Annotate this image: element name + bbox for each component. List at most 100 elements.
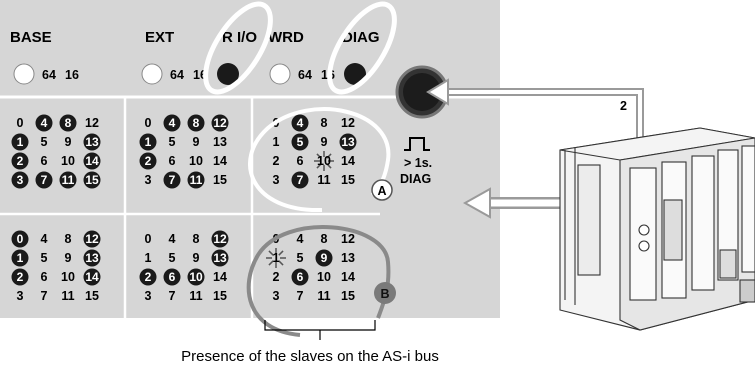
slave-number: 6 <box>169 154 176 168</box>
slave-number: 8 <box>321 232 328 246</box>
slave-led-on <box>139 152 157 170</box>
slave-number: 8 <box>321 116 328 130</box>
slave-number: 10 <box>61 154 75 168</box>
slave-number: 12 <box>85 232 99 246</box>
slave-number: 13 <box>85 135 99 149</box>
slave-number: 5 <box>297 251 304 265</box>
slave-number: 4 <box>297 116 304 130</box>
slave-number: 2 <box>273 154 280 168</box>
slave-number: 2 <box>145 270 152 284</box>
marker-a <box>371 179 393 201</box>
slave-led-on <box>59 171 77 189</box>
slave-led-on <box>83 268 101 286</box>
rio-led <box>217 63 239 85</box>
slave-led-on <box>211 230 229 248</box>
slave-number: 3 <box>17 289 24 303</box>
slave-number: 10 <box>61 270 75 284</box>
ext-indicator-light <box>141 63 163 85</box>
slave-led-on <box>339 133 357 151</box>
slave-number: 5 <box>169 135 176 149</box>
slave-number: 15 <box>85 173 99 187</box>
slave-number: 11 <box>317 289 330 303</box>
slave-number: 15 <box>341 173 355 187</box>
slave-led-on <box>163 171 181 189</box>
slave-led-on <box>315 249 333 267</box>
slave-number: 11 <box>317 173 330 187</box>
slave-number: 8 <box>193 232 200 246</box>
slave-number: 7 <box>41 289 48 303</box>
highlight-swoosh <box>327 1 397 95</box>
wrd-64-label: 64 <box>298 68 312 82</box>
slave-led-on <box>83 230 101 248</box>
slave-number: 5 <box>169 251 176 265</box>
slave-number: 14 <box>213 154 227 168</box>
slave-number: 0 <box>145 232 152 246</box>
slave-number: 15 <box>213 289 227 303</box>
slave-number: 4 <box>297 232 304 246</box>
slave-number: 9 <box>193 135 200 149</box>
slave-number: 5 <box>41 135 48 149</box>
slave-led-on <box>291 171 309 189</box>
slave-number: 2 <box>145 154 152 168</box>
slave-number: 7 <box>169 173 176 187</box>
slave-led-on <box>11 249 29 267</box>
slave-led-on <box>11 171 29 189</box>
slave-number: 15 <box>341 289 355 303</box>
slave-led-blinking-icon <box>314 151 334 171</box>
marker-b <box>374 282 396 304</box>
slave-led-on <box>83 171 101 189</box>
slave-led-on <box>163 114 181 132</box>
slave-number: 0 <box>145 116 152 130</box>
highlight-swoosh <box>203 1 273 95</box>
slave-number: 10 <box>317 154 331 168</box>
diag-led <box>344 63 366 85</box>
base-16-label: 16 <box>65 68 79 82</box>
slave-number: 6 <box>169 270 176 284</box>
slave-led-on <box>35 171 53 189</box>
slave-number: 11 <box>62 173 75 187</box>
base-64-label: 64 <box>42 68 56 82</box>
slave-led-on <box>291 114 309 132</box>
slave-number: 9 <box>65 135 72 149</box>
slave-number: 3 <box>17 173 24 187</box>
slave-number: 13 <box>341 251 355 265</box>
slave-number: 2 <box>17 154 24 168</box>
marker-b-label: B <box>380 287 389 301</box>
slave-number: 9 <box>321 251 328 265</box>
slave-number: 3 <box>273 289 280 303</box>
slave-number: 5 <box>297 135 304 149</box>
slave-led-on <box>59 114 77 132</box>
slave-led-on <box>187 268 205 286</box>
slave-led-on <box>83 133 101 151</box>
diag-note-label: DIAG <box>400 172 431 186</box>
slave-led-on <box>291 268 309 286</box>
slave-number: 12 <box>213 116 227 130</box>
slave-number: 2 <box>273 270 280 284</box>
slave-led-on <box>187 114 205 132</box>
header-base: BASE <box>10 29 52 46</box>
slave-led-on <box>11 268 29 286</box>
slave-number: 1 <box>17 251 24 265</box>
slave-number: 3 <box>273 173 280 187</box>
caption: Presence of the slaves on the AS-i bus <box>181 348 439 365</box>
slave-number: 12 <box>85 116 99 130</box>
slave-number: 6 <box>297 270 304 284</box>
slave-led-on <box>291 133 309 151</box>
slave-number: 1 <box>145 251 152 265</box>
slave-number: 4 <box>41 116 48 130</box>
ext-64-label: 64 <box>170 68 184 82</box>
marker-a-label: A <box>377 184 386 198</box>
slave-number: 14 <box>341 154 355 168</box>
header-ext: EXT <box>145 29 174 46</box>
slave-number: 3 <box>145 173 152 187</box>
arrowhead-diag <box>426 78 449 106</box>
slave-led-on <box>163 268 181 286</box>
slave-number: 1 <box>273 135 280 149</box>
slave-number: 4 <box>169 116 176 130</box>
slave-number: 6 <box>41 270 48 284</box>
slave-number: 8 <box>65 116 72 130</box>
slave-number: 14 <box>213 270 227 284</box>
slave-led-on <box>211 249 229 267</box>
slave-number: 10 <box>317 270 331 284</box>
